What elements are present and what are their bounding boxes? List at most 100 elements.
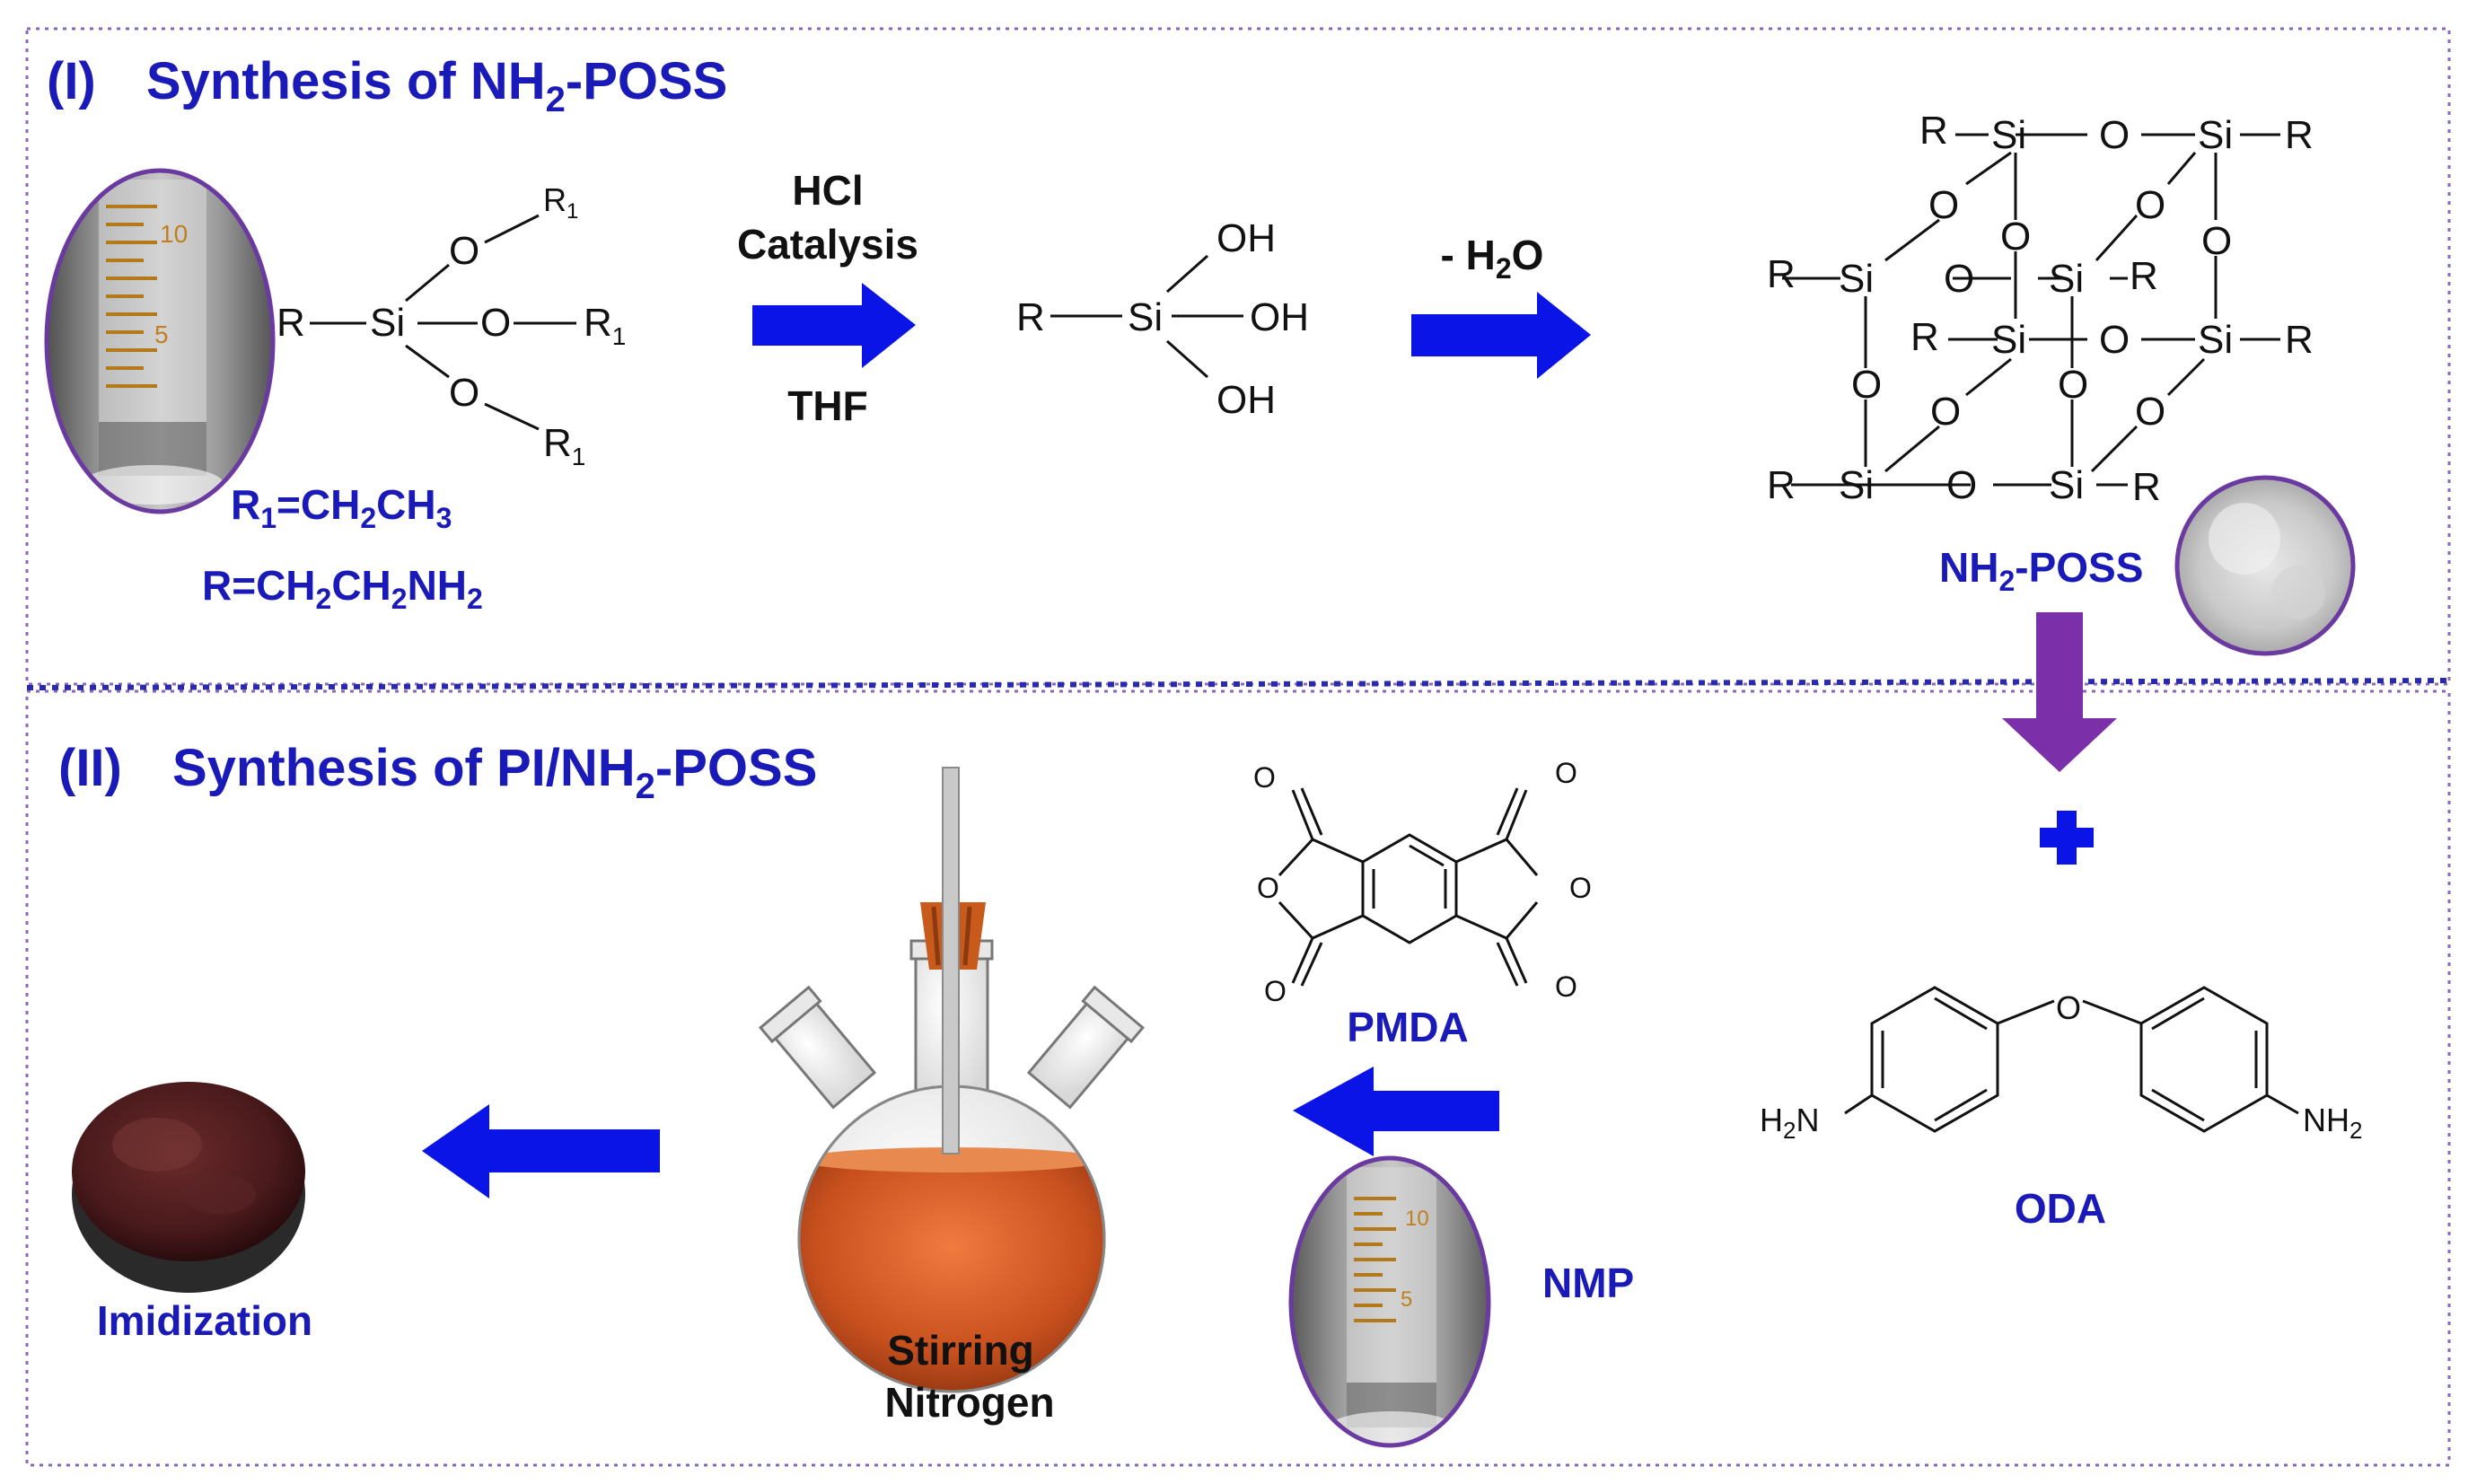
step1-reagent: HCl — [792, 167, 863, 214]
pi-film-disc — [72, 1082, 305, 1293]
section-2-title: (II) Synthesis of PI/NH2-POSS — [58, 739, 817, 806]
poss-O: O — [2099, 113, 2130, 157]
pmda-O: O — [1264, 975, 1287, 1007]
poss-O: O — [2099, 318, 2130, 362]
arrow-left-2 — [422, 1104, 660, 1199]
poss-O: O — [2135, 390, 2165, 434]
oda-NH2: NH2 — [2303, 1102, 2362, 1144]
frame-section-1 — [25, 27, 2451, 686]
pmda-O: O — [1253, 761, 1276, 794]
step1-solvent: THF — [787, 382, 867, 429]
poss-Si: Si — [2198, 318, 2233, 362]
poss-Si: Si — [1991, 318, 2026, 362]
cylinder-2-mark-10: 10 — [1405, 1207, 1429, 1231]
poss-R: R — [1910, 315, 1939, 359]
silanetriol-R: R — [1016, 295, 1045, 339]
oda-structure: O H2N NH2 — [1760, 986, 2362, 1144]
silanetriol-OH-mid: OH — [1250, 295, 1309, 339]
silane-O-bottom: O — [449, 371, 479, 415]
arrow-right-2 — [1411, 292, 1591, 379]
step2-elimination: - H2O — [1441, 232, 1544, 285]
poss-label: NH2-POSS — [1939, 544, 2143, 597]
poss-R: R — [2132, 465, 2161, 509]
step1-catalysis: Catalysis — [737, 221, 918, 268]
pmda-O: O — [1555, 970, 1577, 1003]
poss-O: O — [1928, 183, 1959, 227]
silanetriol-Si: Si — [1128, 295, 1163, 339]
poss-Si: Si — [1839, 257, 1874, 301]
cylinder-photo-1: 10 5 — [44, 168, 276, 514]
poss-O: O — [1944, 257, 1974, 301]
flask-label-stirring: Stirring — [887, 1327, 1034, 1374]
three-neck-flask — [759, 767, 1145, 1393]
powder-photo — [2174, 475, 2356, 656]
poss-O: O — [1851, 363, 1882, 407]
silane-R1-bottom: R1 — [543, 421, 585, 470]
poss-R: R — [2285, 113, 2314, 157]
section-2-title-sub: 2 — [636, 767, 655, 806]
r-definition: R=CH2CH2NH2 — [202, 562, 483, 615]
silane-O-mid: O — [480, 301, 511, 345]
silane-R: R — [277, 301, 305, 345]
powder-frame — [2174, 475, 2356, 656]
nmp-label: NMP — [1542, 1260, 1634, 1306]
cylinder-2-frame — [1288, 1155, 1491, 1448]
poss-Si: Si — [2049, 257, 2084, 301]
arrow-down-purple — [2002, 612, 2117, 772]
section-2-title-post: -POSS — [655, 739, 818, 797]
silane-R1-top: R1 — [543, 181, 578, 224]
silanetriol-OH-top: OH — [1216, 216, 1276, 260]
poss-R: R — [1919, 109, 1948, 153]
cylinder-1-frame — [44, 168, 276, 514]
poss-Si: Si — [1991, 113, 2026, 157]
poss-R: R — [1767, 252, 1796, 296]
section-divider — [26, 678, 2450, 690]
cylinder-1-mark-5: 5 — [154, 321, 169, 348]
arrow-right-1 — [752, 283, 916, 368]
poss-O: O — [2000, 215, 2031, 259]
poss-Si: Si — [1839, 463, 1874, 507]
r1-definition: R1=CH2CH3 — [231, 481, 452, 534]
poss-O: O — [1946, 463, 1977, 507]
pmda-structure: O O O O O O — [1253, 757, 1592, 1007]
oda-O: O — [2056, 989, 2081, 1026]
section-1-title-post: -POSS — [566, 52, 728, 110]
arrow-left-1 — [1293, 1067, 1499, 1156]
cylinder-1-mark-10: 10 — [160, 220, 188, 248]
section-1-title-sub: 2 — [546, 80, 566, 119]
poss-R: R — [2130, 254, 2158, 298]
cylinder-photo-2: 10 5 — [1288, 1155, 1491, 1448]
section-1-title: (I) Synthesis of NH2-POSS — [47, 52, 727, 119]
poss-O: O — [1930, 390, 1961, 434]
poss-R: R — [2285, 318, 2314, 362]
pmda-O: O — [1569, 872, 1592, 904]
pmda-label: PMDA — [1347, 1004, 1468, 1050]
poss-Si: Si — [2049, 463, 2084, 507]
section-1-roman: (I) — [47, 52, 96, 110]
silane-structure: R Si O R1 O R1 O R1 — [277, 181, 626, 470]
pmda-O: O — [1257, 872, 1279, 904]
silane-Si: Si — [370, 301, 405, 345]
poss-cage: Si Si Si Si Si Si Si Si O O O O O O O O … — [1767, 109, 2314, 509]
section-2-roman: (II) — [58, 739, 122, 797]
flask-label-nitrogen: Nitrogen — [884, 1379, 1054, 1426]
poss-O: O — [2058, 363, 2088, 407]
frame-section-2 — [25, 689, 2451, 1467]
section-2-title-text: Synthesis of PI/NH — [172, 739, 636, 797]
silane-R1-mid: R1 — [584, 301, 626, 350]
silanetriol-OH-bottom: OH — [1216, 378, 1276, 422]
pmda-O: O — [1555, 757, 1577, 789]
plus-icon — [2040, 811, 2094, 865]
poss-O: O — [2201, 219, 2232, 263]
section-1-title-text: Synthesis of NH — [146, 52, 546, 110]
silanetriol-structure: R Si OH OH OH — [1016, 216, 1309, 422]
oda-H2N: H2N — [1760, 1102, 1819, 1144]
poss-Si: Si — [2198, 113, 2233, 157]
cylinder-2-mark-5: 5 — [1401, 1287, 1412, 1312]
poss-O: O — [2135, 183, 2165, 227]
imidization-label: Imidization — [97, 1297, 312, 1344]
poss-R: R — [1767, 463, 1796, 507]
silane-O-top: O — [449, 229, 479, 273]
oda-label: ODA — [2015, 1185, 2106, 1232]
